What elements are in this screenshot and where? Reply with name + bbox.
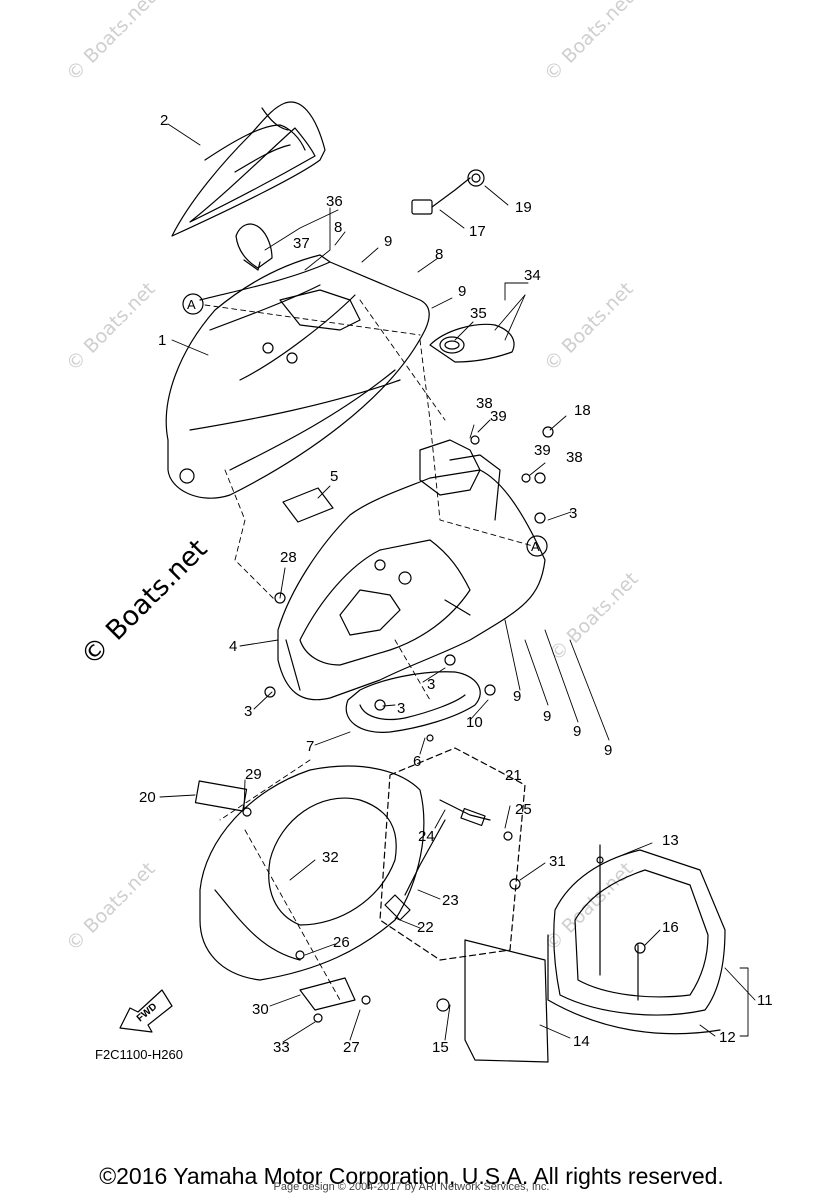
callout: 36 xyxy=(326,193,343,210)
part-lower-deck xyxy=(199,765,425,981)
reference-marker: A xyxy=(531,539,540,554)
callout: 38 xyxy=(476,395,493,412)
callout: 9 xyxy=(573,723,581,740)
callout: 8 xyxy=(435,246,443,263)
fasteners xyxy=(242,426,646,1023)
reference-marker-circle xyxy=(182,293,204,315)
callout: 3 xyxy=(397,700,405,717)
part-hatch-plate xyxy=(464,939,549,1063)
callout: 30 xyxy=(252,1001,269,1018)
callout: 3 xyxy=(244,703,252,720)
callout: 4 xyxy=(229,638,237,655)
callout: 35 xyxy=(470,305,487,322)
part-switch xyxy=(411,169,485,215)
callout: 5 xyxy=(330,468,338,485)
part-top-cover xyxy=(171,101,326,237)
callout: 9 xyxy=(384,233,392,250)
callout: 8 xyxy=(334,219,342,236)
callout: 24 xyxy=(418,828,435,845)
callout: 3 xyxy=(427,676,435,693)
part-gasket xyxy=(345,671,481,733)
callout: 26 xyxy=(333,934,350,951)
callout: 39 xyxy=(490,408,507,425)
callout: 2 xyxy=(160,112,168,129)
reference-marker: A xyxy=(187,297,196,312)
part-damper-group xyxy=(379,747,526,961)
callout: 34 xyxy=(524,267,541,284)
callout: 11 xyxy=(757,992,773,1009)
callout: 27 xyxy=(343,1039,360,1056)
callout: 6 xyxy=(413,753,421,770)
fwd-arrow: FWD xyxy=(119,989,173,1033)
callout: 7 xyxy=(306,738,314,755)
part-hood xyxy=(165,254,430,499)
callout: 28 xyxy=(280,549,297,566)
callout: 19 xyxy=(515,199,532,216)
part-small-cover xyxy=(235,223,273,271)
callout: 9 xyxy=(458,283,466,300)
part-deck-frame xyxy=(277,439,546,701)
callout: 20 xyxy=(139,789,156,806)
callout: 10 xyxy=(466,714,483,731)
callout: 9 xyxy=(604,742,612,759)
callout: 22 xyxy=(417,919,434,936)
callout: 31 xyxy=(549,853,566,870)
callout: 38 xyxy=(566,449,583,466)
fwd-label: FWD xyxy=(135,1001,160,1024)
part-storage-bin xyxy=(547,844,726,1035)
callout: 9 xyxy=(543,708,551,725)
part-plate xyxy=(282,487,334,523)
leader-lines xyxy=(159,123,756,1043)
callout: 33 xyxy=(273,1039,290,1056)
callout: 25 xyxy=(515,801,532,818)
callout: 32 xyxy=(322,849,339,866)
callout: 23 xyxy=(442,892,459,909)
guide-lines xyxy=(204,299,534,1001)
callout-labels: 1 2 3 3 3 3 4 5 6 7 8 8 9 9 9 9 9 9 10 1… xyxy=(139,112,773,1056)
callout: 13 xyxy=(662,832,679,849)
copyright-text: ©2016 Yamaha Motor Corporation, U.S.A. A… xyxy=(99,1163,724,1189)
callout: 37 xyxy=(293,235,310,252)
callout: 29 xyxy=(245,766,262,783)
callout: 18 xyxy=(574,402,591,419)
callout: 14 xyxy=(573,1033,590,1050)
part-side-cover xyxy=(429,323,515,363)
callout: 1 xyxy=(158,332,166,349)
diagram-code: F2C1100-H260 xyxy=(95,1047,183,1062)
reference-marker-circle xyxy=(526,535,548,557)
callout: 21 xyxy=(505,767,522,784)
callout: 16 xyxy=(662,919,679,936)
callout: 3 xyxy=(569,505,577,522)
callout: 12 xyxy=(719,1029,736,1046)
callout: 17 xyxy=(469,223,486,240)
callout: 15 xyxy=(432,1039,449,1056)
callout: 39 xyxy=(534,442,551,459)
callout: 9 xyxy=(513,688,521,705)
page-design-credit: Page design © 2004-2017 by ARI Network S… xyxy=(273,1181,550,1193)
